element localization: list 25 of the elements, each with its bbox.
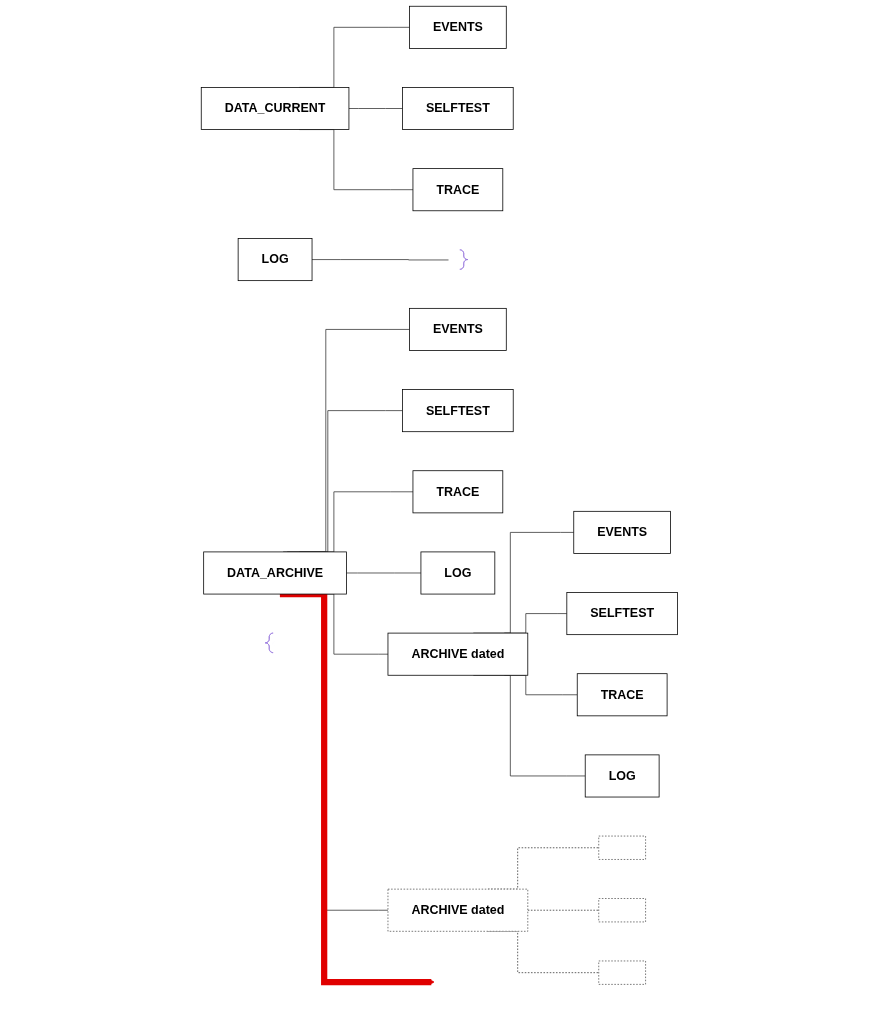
node-box: ARCHIVE dated bbox=[387, 888, 528, 932]
node-box: LOG bbox=[237, 238, 313, 282]
node-box: LOG bbox=[420, 551, 495, 595]
node-box: SELFTEST bbox=[401, 389, 514, 433]
node-box: DATA_CURRENT bbox=[200, 87, 349, 130]
node-box: EVENTS bbox=[408, 307, 507, 351]
node-box: EVENTS bbox=[573, 510, 671, 554]
node-box: DATA_ARCHIVE bbox=[202, 551, 347, 595]
node-box: SELFTEST bbox=[566, 592, 678, 636]
node-box bbox=[598, 898, 646, 923]
node-brace bbox=[264, 632, 274, 653]
node-box: TRACE bbox=[576, 673, 668, 717]
node-box: TRACE bbox=[412, 168, 503, 212]
node-box: SELFTEST bbox=[401, 87, 514, 130]
connector bbox=[348, 108, 403, 109]
node-box bbox=[598, 960, 646, 985]
node-box: ARCHIVE dated bbox=[387, 632, 528, 676]
connector bbox=[527, 909, 599, 911]
node-box: EVENTS bbox=[408, 5, 507, 49]
node-box bbox=[598, 835, 646, 860]
node-brace bbox=[459, 249, 468, 270]
connector bbox=[345, 572, 421, 574]
node-box: LOG bbox=[584, 754, 660, 798]
connector bbox=[311, 259, 449, 261]
node-box: TRACE bbox=[412, 470, 503, 514]
